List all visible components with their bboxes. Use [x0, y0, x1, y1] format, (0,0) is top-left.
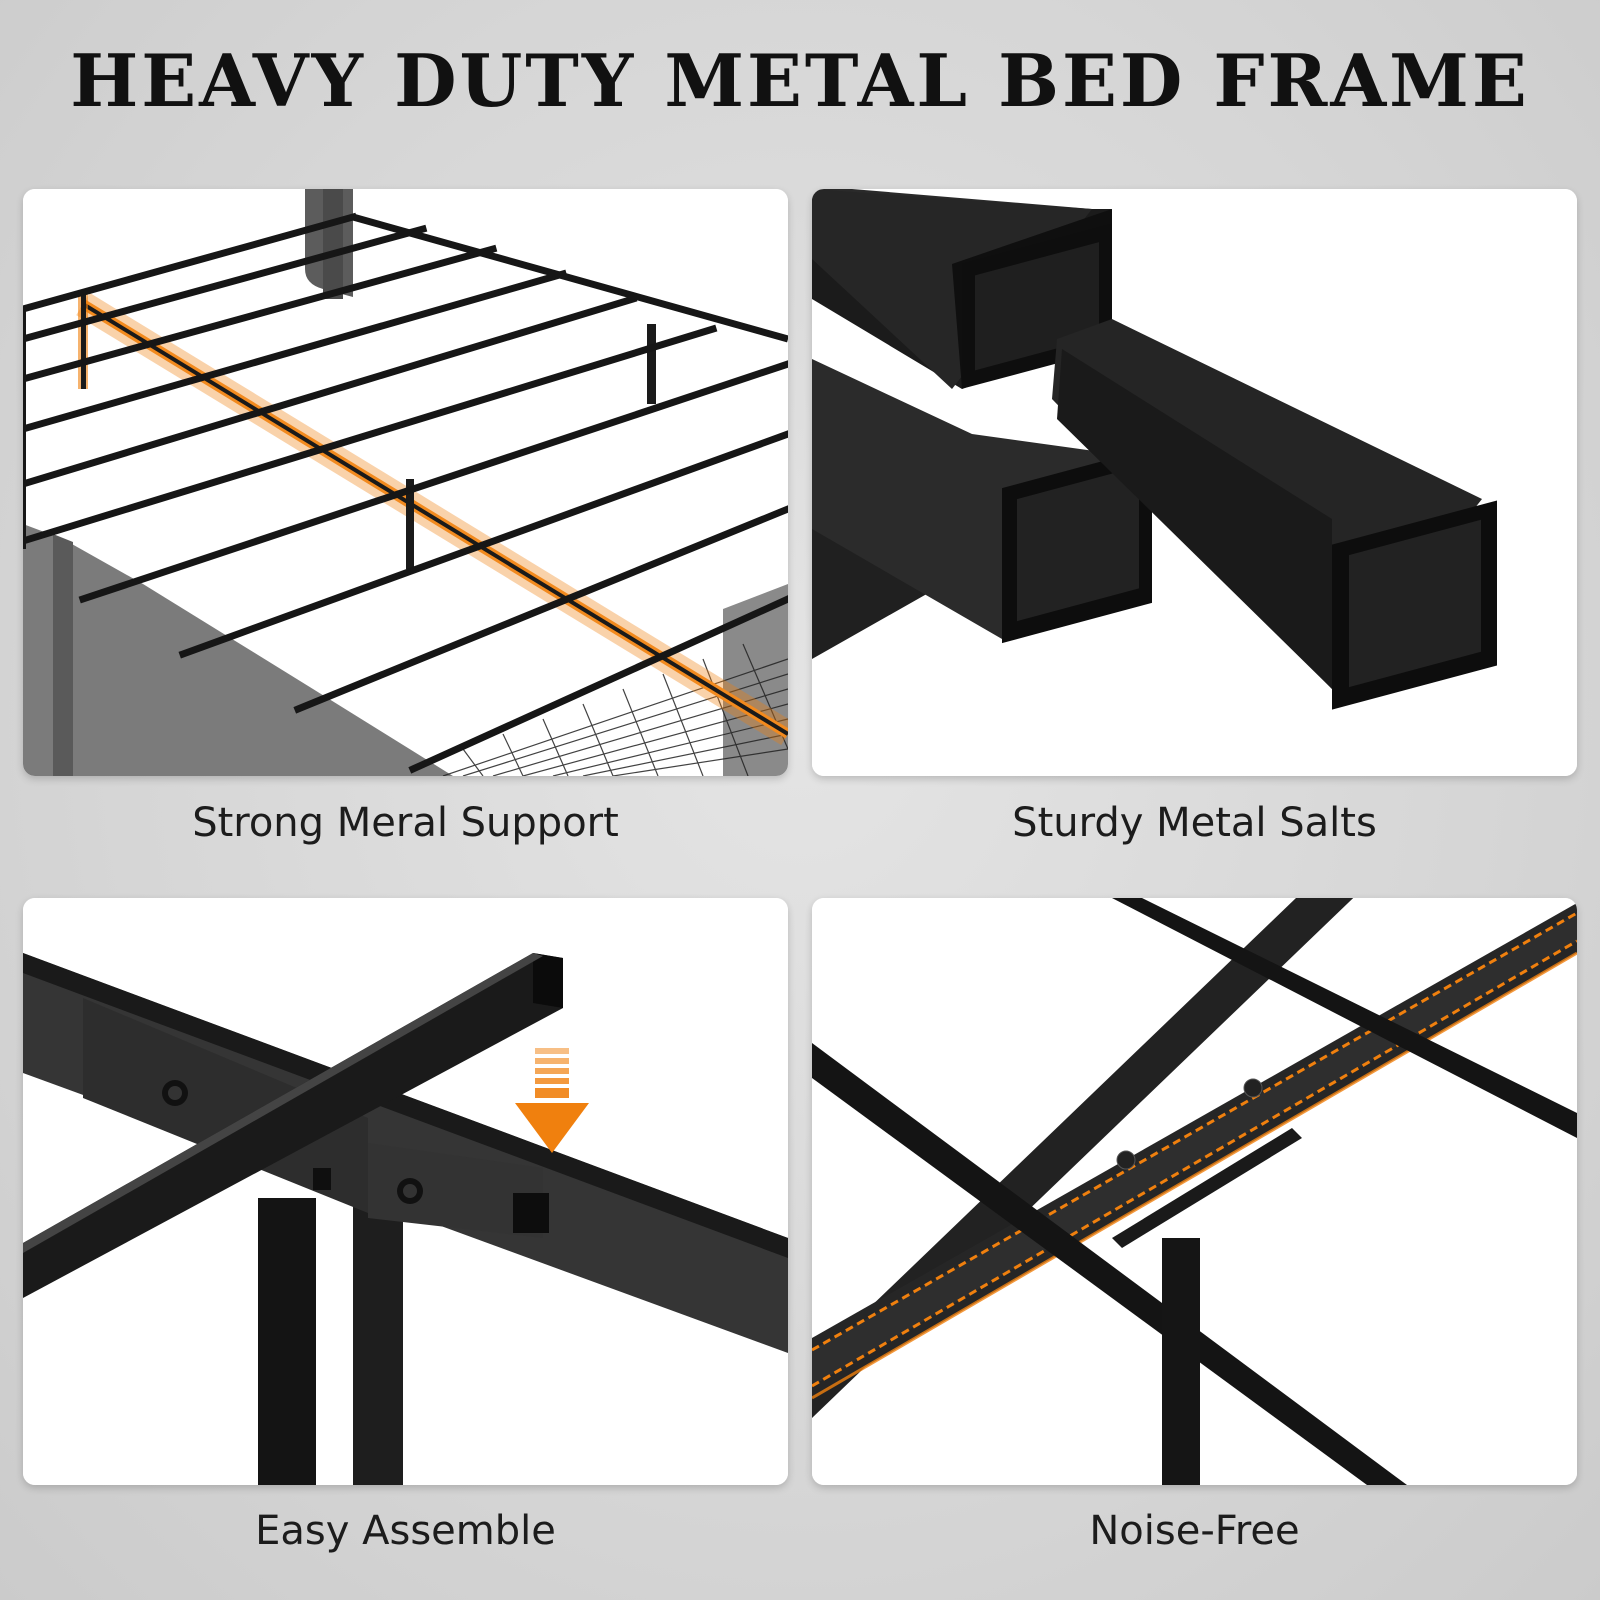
caption-sturdy-slats: Sturdy Metal Salts: [1012, 800, 1377, 846]
bed-frame-slats-image: [23, 189, 788, 776]
caption-strong-support: Strong Meral Support: [192, 800, 619, 846]
noise-free-pad-strip-image: [812, 898, 1577, 1485]
square-tube-cross-section-image: [812, 189, 1577, 776]
page-title: HEAVY DUTY METAL BED FRAME: [70, 38, 1530, 123]
caption-noise-free: Noise-Free: [1089, 1508, 1300, 1554]
caption-easy-assemble: Easy Assemble: [255, 1508, 556, 1554]
frame-joint-assembly-image: [23, 898, 788, 1485]
